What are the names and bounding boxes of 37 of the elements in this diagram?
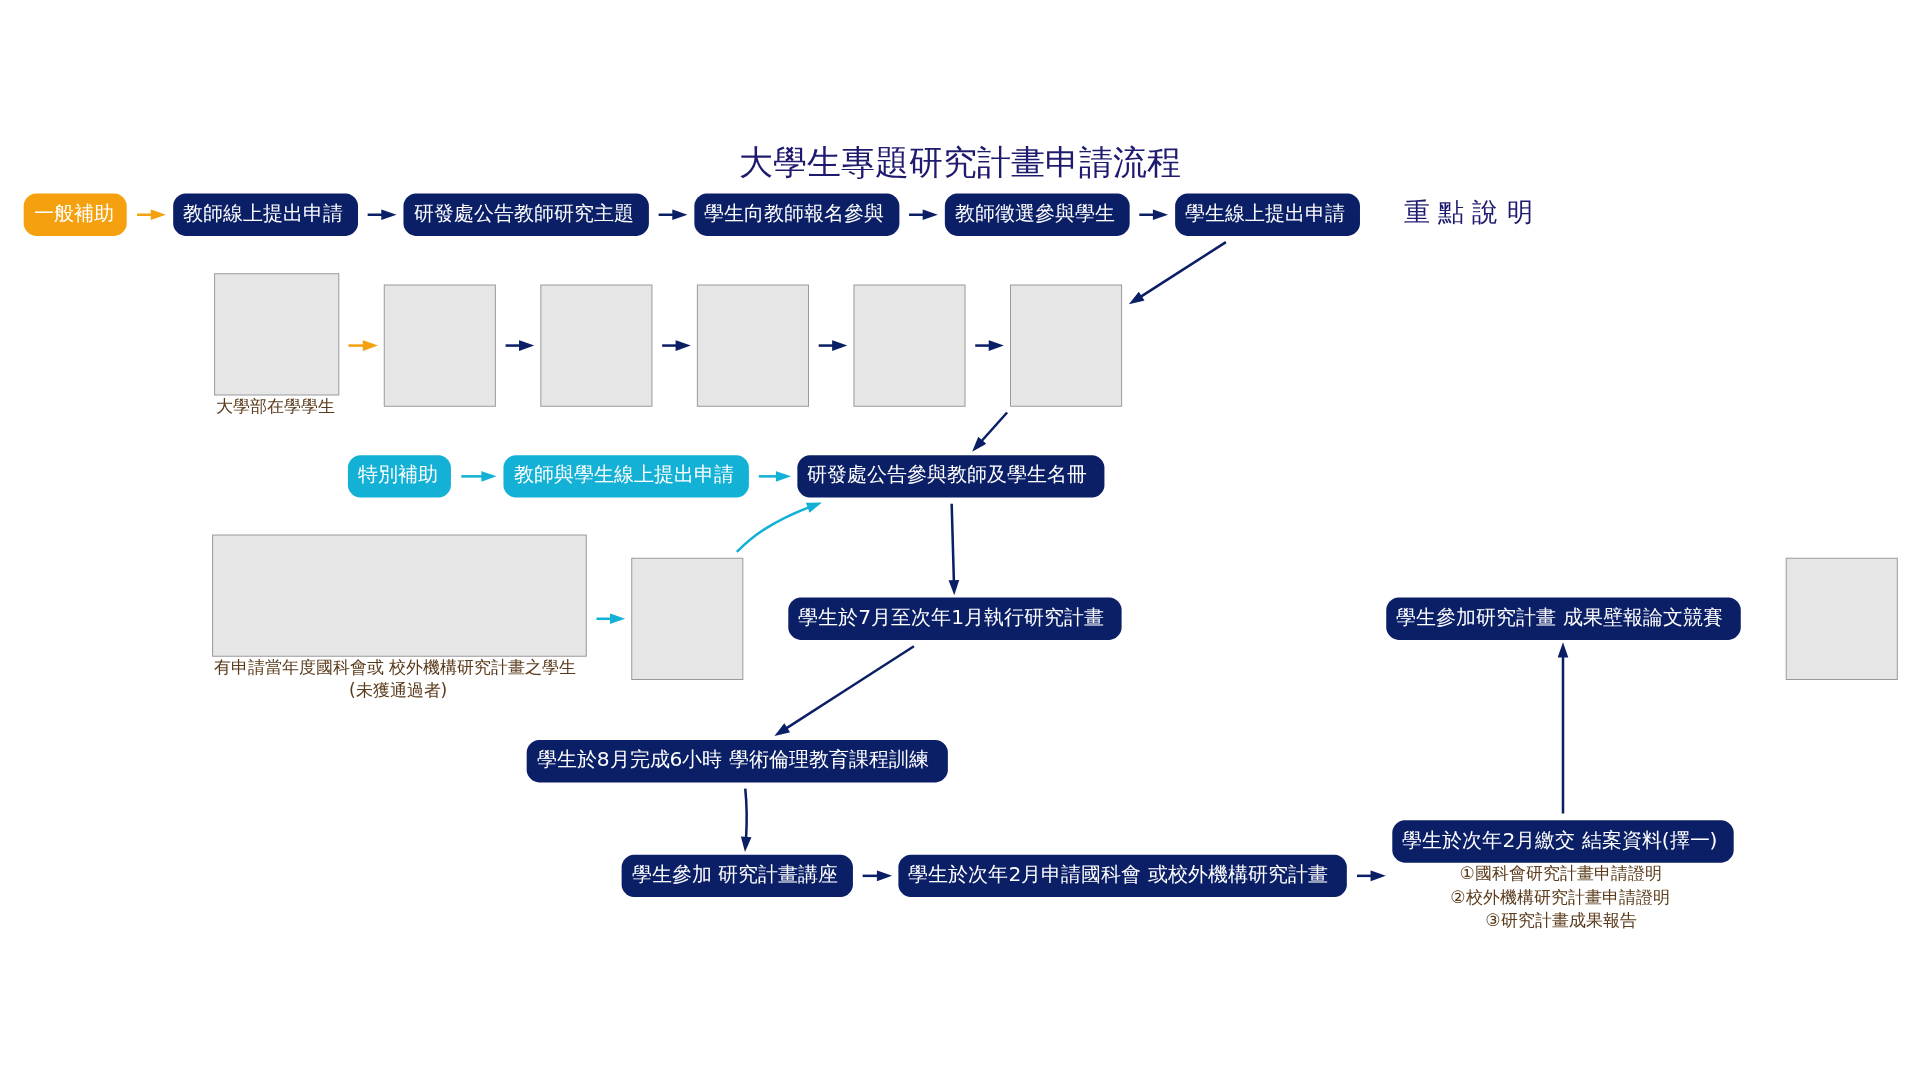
label: 重 點 說 明 bbox=[1403, 197, 1533, 228]
arrow bbox=[974, 340, 1004, 351]
node-box: 一般補助 bbox=[23, 193, 127, 236]
arrow bbox=[818, 340, 847, 351]
node-box: 研發處公告參與教師及學生名冊 bbox=[796, 455, 1104, 498]
arrow bbox=[735, 502, 822, 553]
node-label: 大學部在學學生 bbox=[215, 395, 335, 416]
arrow bbox=[505, 340, 534, 351]
arrow bbox=[773, 645, 915, 736]
node-label: 有申請當年度國科會或 校外機構研究計畫之學生 bbox=[213, 656, 576, 677]
node-label: (未獲通過者) bbox=[348, 680, 447, 701]
node-box: 教師徵選參與學生 bbox=[944, 193, 1130, 236]
node-box: 學生於7月至次年1月執行研究計畫 bbox=[787, 597, 1122, 640]
arrow bbox=[1557, 642, 1568, 814]
arrow bbox=[347, 340, 378, 351]
node-box: 特別補助 bbox=[347, 455, 451, 498]
arrow bbox=[661, 340, 691, 351]
node-label: ③研究計畫成果報告 bbox=[1484, 909, 1637, 930]
node-box: 研發處公告教師研究主題 bbox=[402, 193, 649, 236]
node-label: ①國科會研究計畫申請證明 bbox=[1458, 863, 1662, 884]
node-box: 學生參加 研究計畫講座 bbox=[621, 854, 853, 898]
node-box: 學生參加研究計畫 成果壁報論文競賽 bbox=[1385, 597, 1741, 640]
arrow bbox=[758, 471, 791, 482]
arrow bbox=[948, 503, 959, 596]
node-box: 學生線上提出申請 bbox=[1174, 193, 1360, 236]
node-box: 教師線上提出申請 bbox=[172, 193, 358, 236]
node-label: ②校外機構研究計畫申請證明 bbox=[1449, 886, 1670, 907]
node-box: 學生向教師報名參與 bbox=[693, 193, 899, 236]
arrow bbox=[460, 471, 497, 482]
node-box: 學生於次年2月繳交 結案資料(擇一) bbox=[1391, 820, 1734, 863]
node-box: 學生於8月完成6小時 學術倫理教育課程訓練 bbox=[526, 740, 948, 783]
node-box: 學生於次年2月申請國科會 或校外機構研究計畫 bbox=[897, 854, 1347, 898]
diagram-title: 大學生專題研究計畫申請流程 bbox=[739, 141, 1181, 182]
arrow bbox=[1128, 241, 1227, 305]
arrow bbox=[971, 411, 1008, 452]
node-box: 教師與學生線上提出申請 bbox=[502, 455, 749, 498]
arrow bbox=[740, 788, 751, 853]
